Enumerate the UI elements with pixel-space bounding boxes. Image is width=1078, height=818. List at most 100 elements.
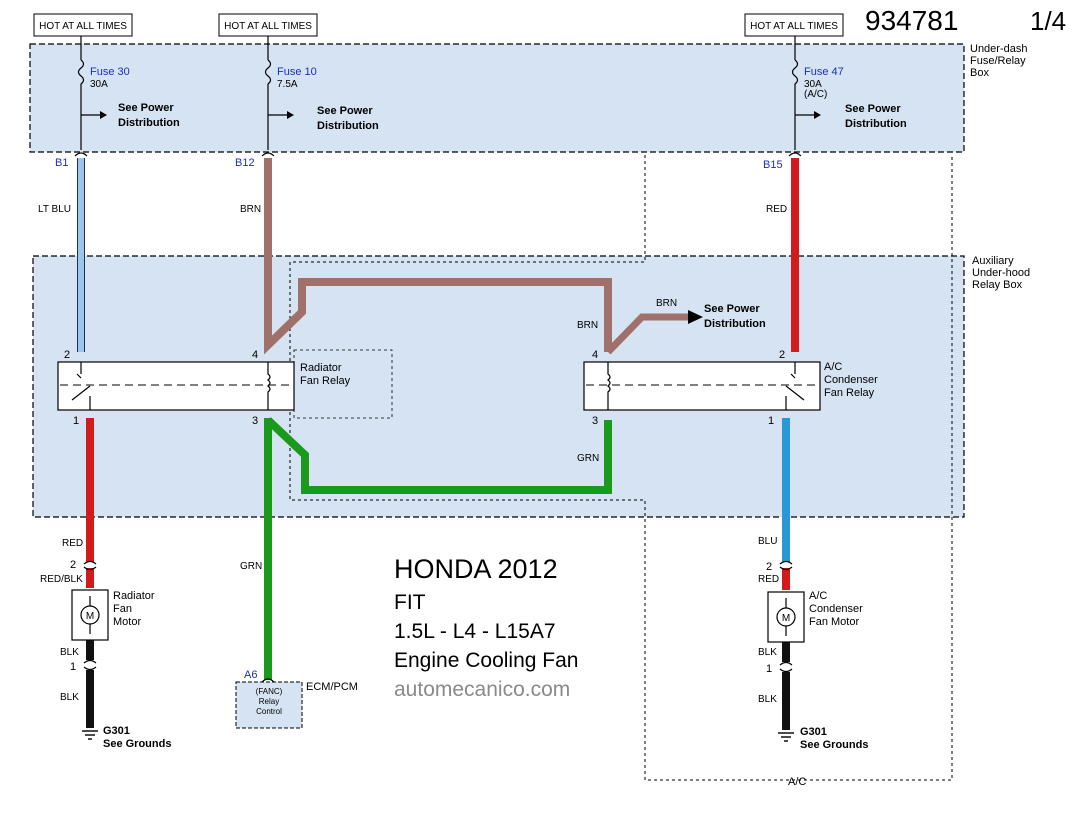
- arrow-icon: [100, 111, 107, 119]
- pin-1-ac: 1: [768, 415, 774, 427]
- fuse-box-label-1: Under-dash: [970, 43, 1027, 55]
- pin-2-radiator-motor: 2: [70, 559, 76, 571]
- label-blk-3: BLK: [758, 647, 777, 658]
- label-red-2: RED: [62, 538, 83, 549]
- label-blk-2: BLK: [60, 692, 79, 703]
- label-red-1: RED: [766, 204, 787, 215]
- ecm-pcm-box: [235, 681, 303, 729]
- see-power-1a: See Power: [118, 102, 174, 114]
- hot-label-2: HOT AT ALL TIMES: [218, 13, 318, 37]
- fuse-30-name: Fuse 30: [90, 66, 130, 78]
- radiator-motor-label-2: Fan: [113, 603, 132, 615]
- ground-2-name: G301: [800, 726, 827, 738]
- ecm-line-2: Relay: [259, 697, 279, 706]
- see-power-4a: See Power: [704, 303, 760, 315]
- ecm-line-3: Control: [256, 707, 282, 716]
- fuse-47-rating: 30A: [804, 79, 822, 90]
- ac-relay-label-1: A/C: [824, 361, 842, 373]
- pin-2-radiator: 2: [64, 349, 70, 361]
- hot-label-1: HOT AT ALL TIMES: [33, 13, 133, 37]
- label-blk-4: BLK: [758, 694, 777, 705]
- connector-b15: B15: [763, 159, 783, 171]
- title-engine: 1.5L - L4 - L15A7: [394, 620, 556, 643]
- label-brn-3: BRN: [577, 320, 598, 331]
- pin-3-ac: 3: [592, 415, 598, 427]
- pin-4-ac: 4: [592, 349, 598, 361]
- radiator-relay-outline: [293, 349, 393, 419]
- label-brn-1: BRN: [240, 204, 261, 215]
- title-make-year: HONDA 2012: [394, 554, 558, 584]
- label-lt-blu: LT BLU: [38, 204, 71, 215]
- svg-text:HOT AT ALL TIMES: HOT AT ALL TIMES: [224, 21, 312, 32]
- ac-condenser-fan-relay: [583, 361, 821, 411]
- arrow-icon: [688, 310, 703, 324]
- wire-brn-branch: [605, 313, 690, 355]
- radiator-fan-relay: [57, 361, 295, 411]
- label-red-blk: RED/BLK: [40, 574, 83, 585]
- ac-option-outline: [289, 155, 953, 781]
- page-number: 1/4: [1030, 6, 1066, 36]
- ac-option-label: A/C: [788, 776, 806, 788]
- site-watermark: automecanico.com: [394, 678, 570, 701]
- ecm-label: ECM/PCM: [306, 681, 358, 693]
- pin-2-ac: 2: [779, 349, 785, 361]
- fuse-10-symbol: [264, 59, 272, 90]
- label-brn-2: BRN: [656, 298, 677, 309]
- motor-symbol-1: M: [86, 611, 94, 622]
- motor-symbol-2: M: [782, 613, 790, 624]
- pin-1-radiator-motor: 1: [70, 661, 76, 673]
- radiator-relay-label-1: Radiator: [300, 362, 342, 374]
- label-red-3: RED: [758, 574, 779, 585]
- arrow-icon: [814, 111, 821, 119]
- ground-1-note: See Grounds: [103, 738, 171, 750]
- fuse-box-label-2: Fuse/Relay: [970, 55, 1026, 67]
- ac-motor-label-1: A/C: [809, 590, 827, 602]
- label-blk-1: BLK: [60, 647, 79, 658]
- radiator-motor-label-3: Motor: [113, 616, 141, 628]
- connector-b12: B12: [235, 157, 255, 169]
- fuse-10-name: Fuse 10: [277, 66, 317, 78]
- see-power-2a: See Power: [317, 105, 373, 117]
- fuse-47-name: Fuse 47: [804, 66, 844, 78]
- see-power-4b: Distribution: [704, 318, 766, 330]
- pin-1-ac-motor: 1: [766, 663, 772, 675]
- hot-label-3: HOT AT ALL TIMES: [744, 13, 844, 37]
- ground-icon: [82, 730, 98, 740]
- ac-relay-label-2: Condenser: [824, 374, 878, 386]
- fuse-47-note: (A/C): [804, 89, 827, 100]
- ground-icon: [778, 732, 794, 742]
- wire-grn-loop: [265, 417, 612, 494]
- title-system: Engine Cooling Fan: [394, 649, 578, 672]
- arrow-icon: [287, 111, 294, 119]
- fuse-relay-box: [29, 43, 965, 153]
- label-blu: BLU: [758, 536, 777, 547]
- title-model: FIT: [394, 591, 426, 614]
- connector-a6: A6: [244, 669, 257, 681]
- fuse-10-rating: 7.5A: [277, 79, 298, 90]
- wire-brn: [264, 158, 612, 355]
- see-power-1b: Distribution: [118, 117, 180, 129]
- ecm-line-1: (FANC): [256, 687, 283, 696]
- ground-1-name: G301: [103, 725, 130, 737]
- pin-1-radiator: 1: [73, 415, 79, 427]
- pin-4-radiator: 4: [252, 349, 258, 361]
- fuse-47-symbol: [791, 59, 799, 90]
- relay-box-label-2: Under-hood: [972, 267, 1030, 279]
- fuse-box-label-3: Box: [970, 67, 989, 79]
- see-power-2b: Distribution: [317, 120, 379, 132]
- svg-text:HOT AT ALL TIMES: HOT AT ALL TIMES: [39, 21, 127, 32]
- ac-relay-label-3: Fan Relay: [824, 387, 875, 399]
- svg-text:HOT AT ALL TIMES: HOT AT ALL TIMES: [750, 21, 838, 32]
- pin-3-radiator: 3: [252, 415, 258, 427]
- fuse-30-symbol: [77, 59, 85, 90]
- see-power-3b: Distribution: [845, 118, 907, 130]
- label-grn-2: GRN: [240, 561, 262, 572]
- ac-motor-label-2: Condenser: [809, 603, 863, 615]
- relay-box-label-1: Auxiliary: [972, 255, 1014, 267]
- doc-number: 934781: [865, 5, 958, 36]
- radiator-relay-label-2: Fan Relay: [300, 375, 351, 387]
- label-grn-1: GRN: [577, 453, 599, 464]
- pin-2-ac-motor: 2: [766, 561, 772, 573]
- fuse-30-rating: 30A: [90, 79, 108, 90]
